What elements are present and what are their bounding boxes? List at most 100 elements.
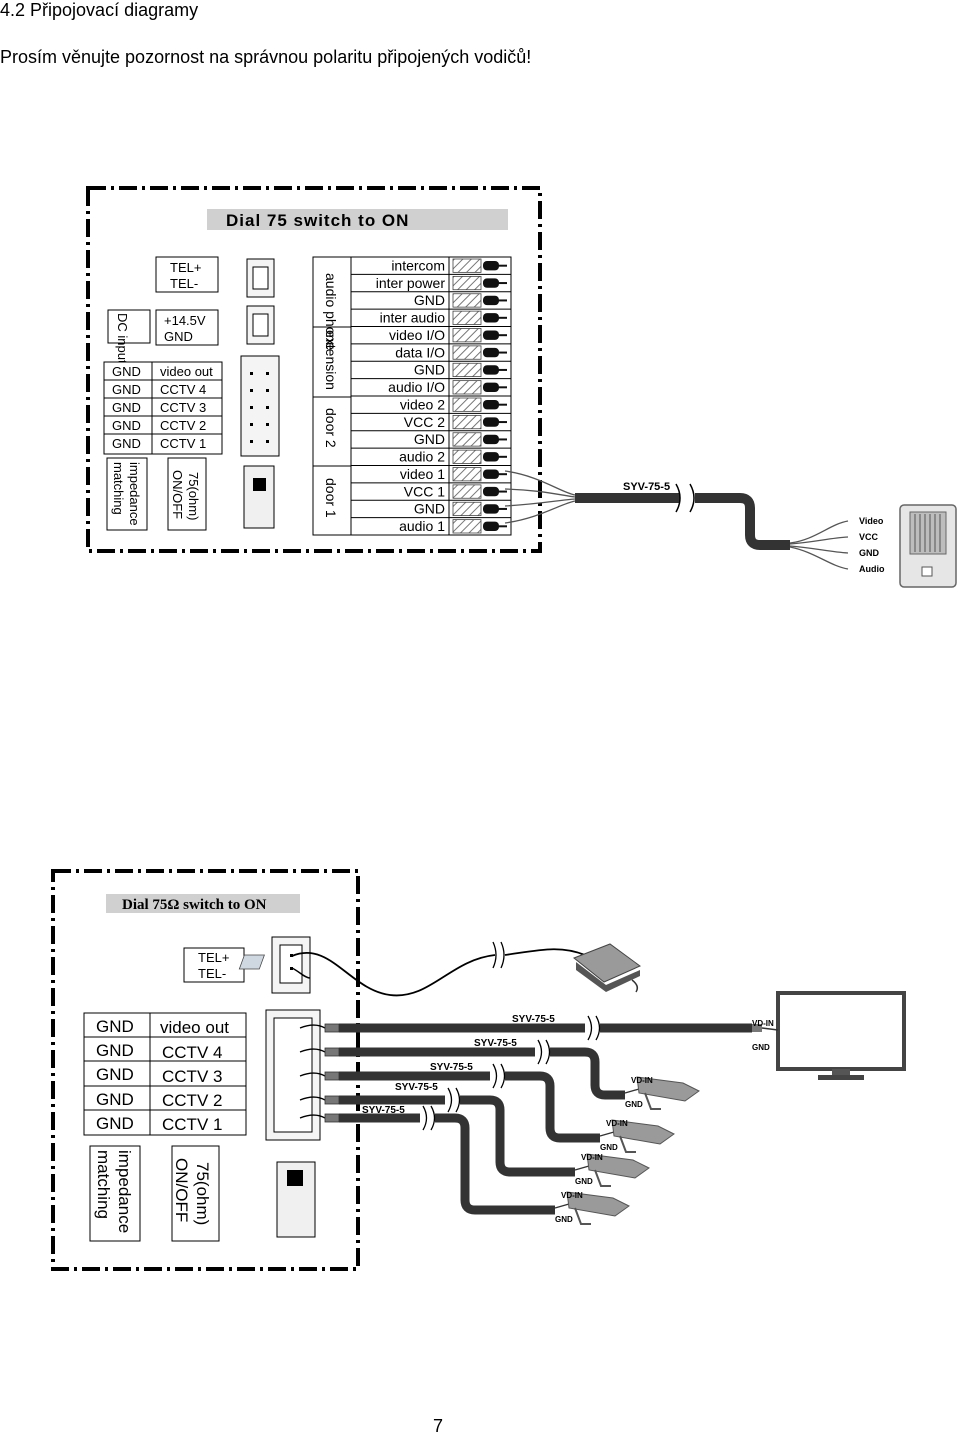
diagram-2-impedance-box [89, 1145, 141, 1242]
diagram-1-terminal-label: GND [414, 431, 445, 447]
diagram-1-dc-values-box [155, 309, 219, 346]
diagram-1-video-connector [240, 355, 280, 457]
diagram-2-signal-video-out: video out [160, 1018, 229, 1037]
diagram-2-signal-cctv1: CCTV 1 [162, 1115, 222, 1134]
diagram-1-gnd-2: GND [112, 382, 141, 397]
diagram-1-ohm-line1: 75(ohm) [186, 472, 201, 520]
page-number: 7 [433, 1416, 444, 1436]
diagram-2-ohm-line1: 75(ohm) [193, 1162, 212, 1225]
diagram-2-tel-plus: TEL+ [198, 950, 229, 965]
diagram-1-impedance-box [106, 457, 148, 531]
telephone-icon [238, 943, 641, 993]
camera-vd-in-label: VD-IN [561, 1191, 583, 1200]
terminal-screw-icon [483, 313, 499, 323]
diagram-1-terminal-label: GND [414, 362, 445, 378]
diagram-1-terminal-label: VCC 1 [404, 483, 445, 499]
diagram-1-gnd-5: GND [112, 436, 141, 451]
diagram-1-dc-input-label: DC input [115, 313, 130, 364]
coax-cable [339, 1047, 625, 1100]
diagram-1-impedance-line1: impedance [127, 462, 142, 526]
terminal-screw-icon [483, 486, 499, 497]
cctv-camera-icon [566, 1191, 630, 1225]
coax-cable [339, 1113, 555, 1215]
terminal-screw-icon [483, 452, 499, 462]
diagram-2-banner: Dial 75Ω switch to ON [122, 897, 267, 913]
cctv-camera-icon [586, 1153, 650, 1187]
diagram-2-gnd-1: GND [96, 1017, 134, 1036]
diagram-1-signal-video-out: video out [160, 364, 213, 379]
camera-vd-in-label: VD-IN [581, 1153, 603, 1162]
door-station-wire-vcc: VCC [859, 532, 879, 542]
diagram-1-terminal-label: audio I/O [388, 379, 445, 395]
diagram-1-gnd-3: GND [112, 400, 141, 415]
section-heading: 4.2 Připojovací diagramy [0, 0, 199, 20]
diagram-1-tel-minus: TEL- [170, 276, 198, 291]
diagram-1-tel-box [155, 256, 219, 293]
diagram-1-ohm-line2: ON/OFF [170, 470, 185, 519]
diagram-2-signal-cctv3: CCTV 3 [162, 1067, 222, 1086]
cable-label: SYV-75-5 [512, 1014, 555, 1025]
diagram-1-group-door-2: door 2 [323, 408, 339, 448]
diagram-1-cable-label: SYV-75-5 [623, 481, 670, 493]
camera-gnd-label: GND [575, 1177, 593, 1186]
diagram-2: Dial 75Ω switch to ON TEL+ TEL- GND GND … [51, 869, 906, 1271]
diagram-2-gnd-2: GND [96, 1041, 134, 1060]
diagram-1-group-audio-phone: audio phone [323, 273, 339, 350]
diagram-2-impedance-line1: impedance [115, 1150, 134, 1233]
door-station [899, 504, 957, 588]
diagram-1: Dial 75 switch to ON TEL+ TEL- DC input … [86, 186, 957, 588]
diagram-1-video-table [103, 361, 223, 455]
monitor-gnd-label: GND [752, 1043, 770, 1052]
diagram-1-group-door-1: door 1 [323, 478, 339, 518]
diagram-1-impedance-line2: matching [111, 462, 126, 515]
terminal-screw-icon [483, 400, 499, 410]
diagram-2-banner-bg [106, 894, 300, 913]
diagram-2-gnd-3: GND [96, 1065, 134, 1084]
diagram-1-tel-plus: TEL+ [170, 260, 201, 275]
diagram-2-signal-cctv2: CCTV 2 [162, 1091, 222, 1110]
terminal-screw-icon [483, 278, 499, 288]
monitor-vd-in-label: VD-IN [752, 1019, 774, 1028]
cable-label: SYV-75-5 [474, 1038, 517, 1049]
diagram-1-terminal-label: video 2 [400, 396, 445, 412]
diagram-1-signal-cctv4: CCTV 4 [160, 382, 206, 397]
diagram-1-banner: Dial 75 switch to ON [226, 211, 409, 230]
terminal-screw-icon [483, 365, 499, 375]
camera-gnd-label: GND [555, 1215, 573, 1224]
diagram-1-terminal-label: video I/O [389, 327, 445, 343]
door-station-wire-video: Video [859, 516, 884, 526]
diagram-1-dip-switch [243, 465, 275, 529]
terminal-screw-icon [483, 347, 499, 358]
diagram-2-ohm-line2: ON/OFF [172, 1158, 191, 1222]
diagram-1-terminal-label: intercom [391, 257, 445, 273]
diagram-1-gnd-4: GND [112, 418, 141, 433]
diagram-1-frame [86, 186, 542, 553]
diagram-2-frame [51, 869, 360, 1271]
diagram-1-gnd-1: GND [112, 364, 141, 379]
diagram-2-tel-minus: TEL- [198, 966, 226, 981]
coax-cable [339, 1095, 575, 1177]
terminal-screw-icon [483, 469, 499, 479]
diagram-1-dc-label-box [107, 309, 151, 344]
coax-cable [339, 1071, 600, 1143]
door-station-wire-audio: Audio [859, 564, 885, 574]
cctv-camera-icon [611, 1119, 675, 1153]
diagram-2-impedance-line2: matching [94, 1150, 113, 1219]
polarity-note: Prosím věnujte pozornost na správnou pol… [0, 47, 532, 67]
terminal-screw-icon [483, 521, 499, 531]
diagram-1-terminal-label: GND [414, 501, 445, 517]
diagram-1-terminal-label: inter audio [380, 310, 446, 326]
diagram-2-gnd-5: GND [96, 1114, 134, 1133]
diagram-2-video-cables [299, 1015, 779, 1225]
diagram-1-signal-cctv3: CCTV 3 [160, 400, 206, 415]
diagram-1-terminal-groups: audio phone extension door 2 door 1 [312, 256, 352, 536]
diagram-1-terminal-label: inter power [376, 275, 446, 291]
diagram-1-terminal-label: video 1 [400, 466, 445, 482]
terminal-screw-icon [483, 434, 499, 445]
diagram-1-signal-cctv2: CCTV 2 [160, 418, 206, 433]
diagram-2-ohm-box [171, 1145, 220, 1242]
diagram-1-terminal-label: VCC 2 [404, 414, 445, 430]
diagram-1-cable [504, 470, 849, 570]
terminal-screw-icon [483, 504, 499, 514]
